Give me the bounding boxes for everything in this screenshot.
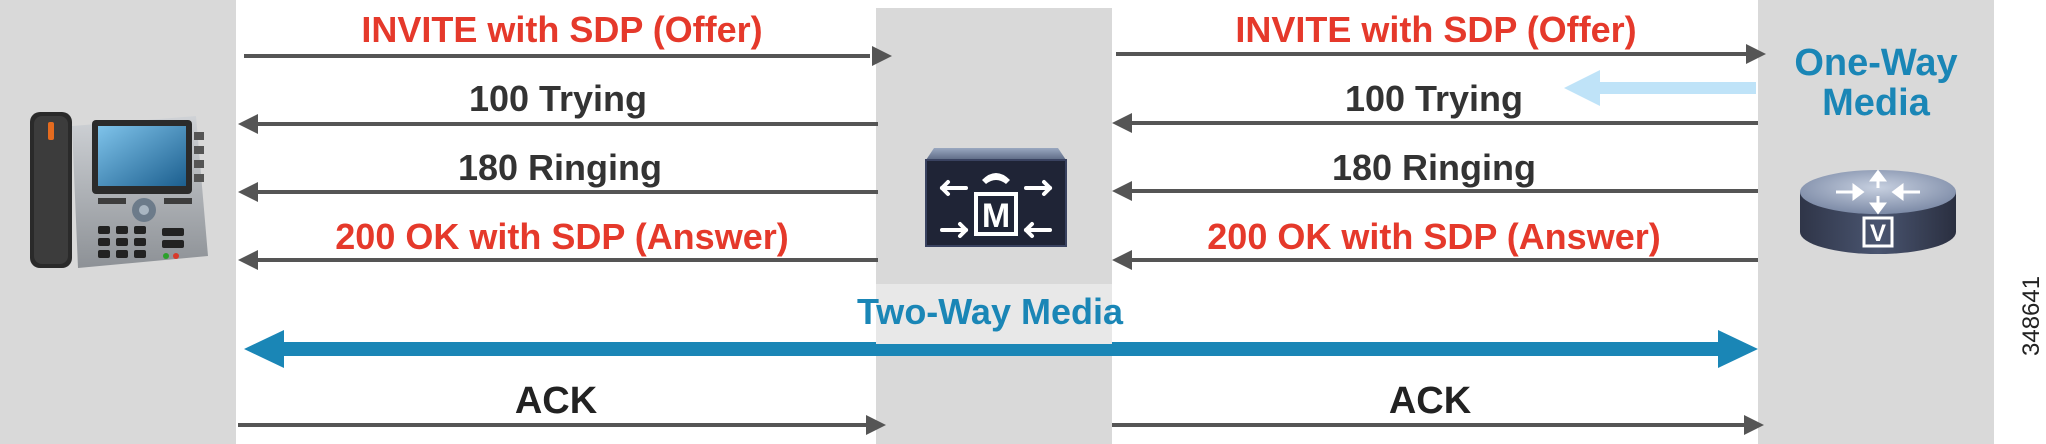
arrow-ringing-right: [1112, 181, 1758, 201]
one-way-media-label: One-Way Media: [1794, 42, 1958, 124]
arrow-ok-right: [1112, 250, 1758, 270]
router-glyph: V: [1870, 220, 1886, 247]
ip-phone-icon: [30, 112, 208, 268]
arrow-trying-right: [1112, 113, 1758, 133]
arrow-ack-right: [1112, 415, 1764, 435]
router-icon: V: [1800, 169, 1956, 254]
left-ok-label: 200 OK with SDP (Answer): [335, 216, 789, 257]
right-ack-label: ACK: [1388, 380, 1472, 422]
arrow-invite-left: [244, 46, 892, 66]
left-ringing-label: 180 Ringing: [457, 147, 663, 188]
two-way-media-label: Two-Way Media: [856, 291, 1124, 332]
arrow-ack-left: [238, 415, 886, 435]
mtp-glyph: M: [982, 197, 1010, 235]
arrow-ok-left: [238, 250, 878, 270]
two-way-media-label-bg: [876, 284, 1112, 344]
left-ack-label: ACK: [514, 380, 598, 422]
right-ok-label: 200 OK with SDP (Answer): [1207, 216, 1661, 257]
arrow-invite-right: [1116, 44, 1766, 64]
left-trying-label: 100 Trying: [468, 78, 648, 119]
arrow-ringing-left: [238, 182, 878, 202]
arrow-trying-left: [238, 114, 878, 134]
one-way-media-arrow: [1564, 70, 1756, 106]
two-way-media-arrow: [244, 330, 1758, 368]
right-trying-label: 100 Trying: [1344, 78, 1524, 119]
media-termination-point-icon: M: [925, 148, 1067, 247]
right-invite-label: INVITE with SDP (Offer): [1235, 9, 1637, 50]
figure-id: 348641: [2018, 275, 2045, 356]
left-invite-label: INVITE with SDP (Offer): [361, 9, 763, 50]
right-ringing-label: 180 Ringing: [1331, 147, 1537, 188]
